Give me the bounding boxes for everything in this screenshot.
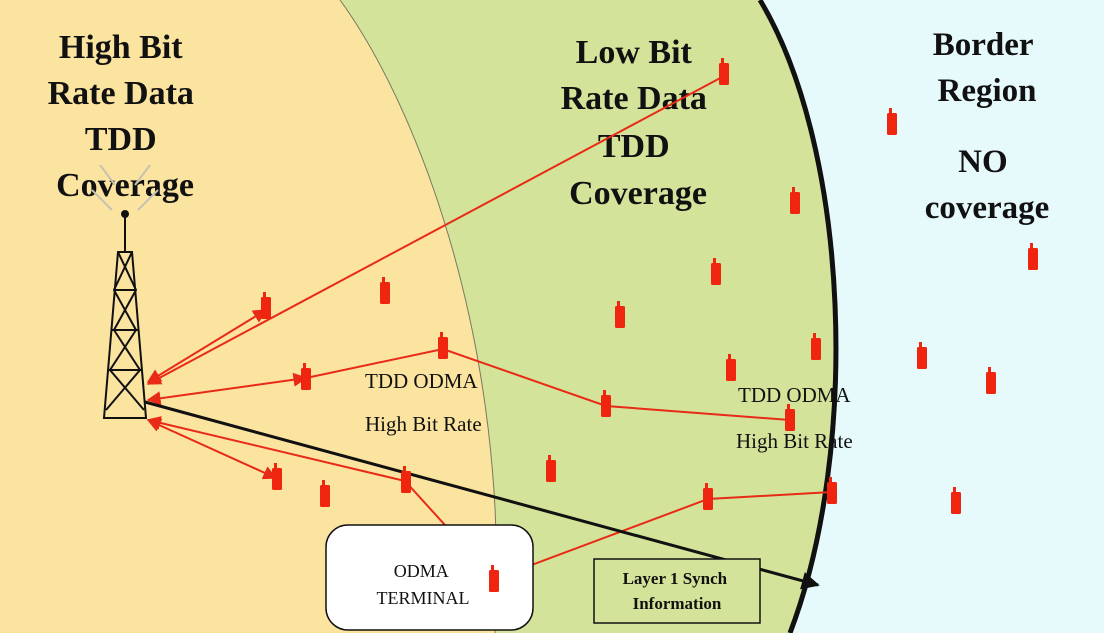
- mobile-phone-icon: [917, 342, 927, 369]
- odma-label-2: TDD ODMA: [738, 383, 851, 407]
- mobile-phone-icon: [703, 483, 713, 510]
- relay-chain-upper: [305, 347, 791, 421]
- mobile-phone-icon: [320, 480, 330, 507]
- mobile-phone-icon: [546, 455, 556, 482]
- link-tower-terminal-d: [146, 416, 406, 482]
- coverage-boundary-outer: [757, 0, 839, 634]
- layer1-synch-arrow: [144, 400, 820, 590]
- mobile-phone-icon: [438, 332, 448, 359]
- coverage-boundary-inner: [339, 0, 498, 634]
- mobile-phone-icon: [726, 354, 736, 381]
- odma-terminal-label: ODMA TERMINAL: [377, 561, 470, 608]
- mobile-phone-icon: [790, 187, 800, 214]
- mobile-phone-icon: [986, 367, 996, 394]
- mobile-phone-icon: [1028, 243, 1038, 270]
- mobile-phone-icon: [380, 277, 390, 304]
- border-zone-title: Border Region: [933, 27, 1041, 109]
- no-coverage-title: NO coverage: [925, 144, 1050, 226]
- link-tower-terminal-a: [146, 309, 268, 383]
- synch-info-box: [593, 558, 761, 624]
- mobile-phone-icon: [301, 363, 311, 390]
- low-zone-title: Low Bit Rate Data TDD Coverage: [561, 34, 716, 212]
- mobile-phone-icon: [272, 463, 282, 490]
- odma-label-1: TDD ODMA: [365, 369, 478, 393]
- mobile-phone-icon: [489, 565, 499, 592]
- rate-label-2: High Bit Rate: [736, 429, 853, 453]
- mobile-phone-icon: [785, 404, 795, 431]
- mobile-phone-icon: [711, 258, 721, 285]
- mobile-phone-icon: [401, 466, 411, 493]
- link-tower-terminal-c: [146, 418, 278, 480]
- radio-tower-icon: [91, 164, 159, 419]
- high-zone-title: High Bit Rate Data TDD Coverage: [48, 29, 203, 204]
- mobile-phone-icon: [827, 477, 837, 504]
- mobile-phone-icon: [615, 301, 625, 328]
- mobile-phone-icon: [811, 333, 821, 360]
- mobile-phone-icon: [951, 487, 961, 514]
- mobile-phone-icon: [261, 292, 271, 319]
- mobile-terminals: [261, 58, 1038, 592]
- mobile-phone-icon: [601, 390, 611, 417]
- mobile-phone-icon: [887, 108, 897, 135]
- odma-terminal-box: [325, 524, 534, 631]
- mobile-phone-icon: [719, 58, 729, 85]
- rate-label-1: High Bit Rate: [365, 412, 482, 436]
- link-tower-terminal-b: [146, 372, 308, 406]
- synch-info-label: Layer 1 Synch Information: [623, 569, 732, 613]
